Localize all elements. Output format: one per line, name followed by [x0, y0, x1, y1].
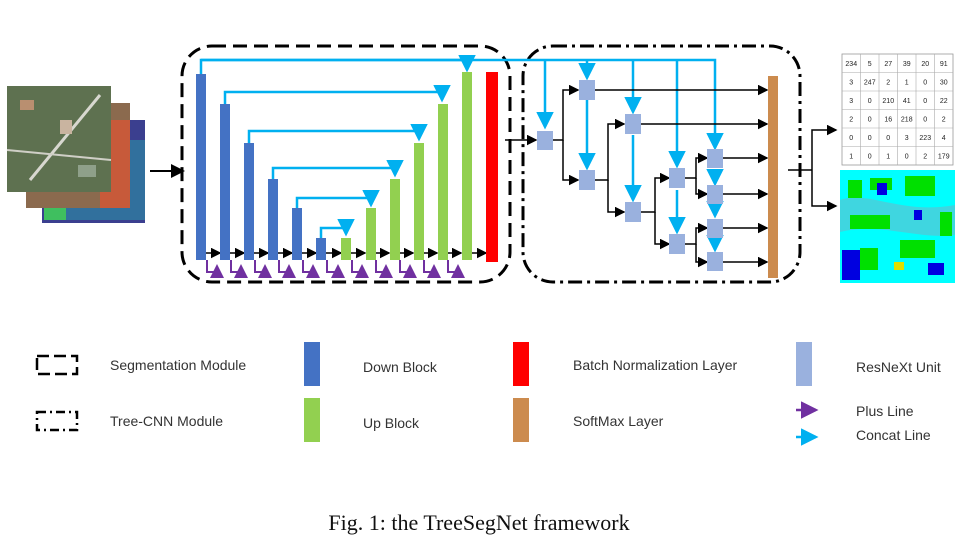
confusion-matrix-cell: 2	[923, 153, 927, 160]
resnext-unit	[707, 252, 723, 271]
segmentation-module-frame	[180, 44, 512, 284]
down-block	[292, 208, 302, 260]
confusion-matrix-cell: 16	[884, 116, 892, 123]
legend: Segmentation Module Tree-CNN Module Down…	[35, 342, 941, 446]
resnext-unit	[707, 185, 723, 204]
confusion-matrix-cell: 39	[903, 61, 911, 68]
resnext-unit	[707, 149, 723, 168]
legend-tree-cnn-module: Tree-CNN Module	[110, 413, 223, 429]
up-block	[390, 179, 400, 260]
confusion-matrix-cell: 91	[940, 61, 948, 68]
resnext-unit	[669, 168, 685, 188]
confusion-matrix-cell: 0	[849, 135, 853, 142]
tree-cnn-legend-icon	[35, 410, 79, 432]
up-block	[414, 143, 424, 260]
confusion-matrix-cell: 0	[923, 98, 927, 105]
confusion-matrix-cell: 27	[884, 61, 892, 68]
confusion-matrix-cell: 0	[868, 98, 872, 105]
confusion-matrix-cell: 1	[886, 153, 890, 160]
down-block	[196, 74, 206, 260]
legend-segmentation-module: Segmentation Module	[110, 357, 246, 373]
confusion-matrix-cell: 3	[849, 79, 853, 86]
confusion-matrix-cell: 2	[942, 116, 946, 123]
confusion-matrix-cell: 210	[882, 98, 894, 105]
up-blocks	[341, 72, 472, 260]
confusion-matrix-cell: 1	[849, 153, 853, 160]
confusion-matrix-cell: 20	[921, 61, 929, 68]
confusion-matrix-cell: 0	[923, 79, 927, 86]
tree-cnn-module-frame	[521, 44, 802, 284]
batch-norm-layer	[486, 72, 498, 262]
confusion-matrix-cell: 41	[903, 98, 911, 105]
figure-caption: Fig. 1: the TreeSegNet framework	[328, 510, 629, 535]
resnext-unit	[537, 131, 553, 150]
down-block	[220, 104, 230, 260]
down-block	[244, 143, 254, 260]
legend-plus-line: Plus Line	[856, 403, 914, 419]
down-block	[268, 179, 278, 260]
legend-softmax: SoftMax Layer	[573, 413, 664, 429]
batch-norm-legend-icon	[513, 342, 529, 386]
confusion-matrix-cell: 3	[849, 98, 853, 105]
confusion-matrix-cell: 0	[868, 135, 872, 142]
input-image-stack	[6, 86, 145, 223]
confusion-matrix-cell: 223	[919, 135, 931, 142]
legend-down-block: Down Block	[363, 359, 438, 375]
down-block-legend-icon	[304, 342, 320, 386]
confusion-matrix-cell: 0	[868, 116, 872, 123]
confusion-matrix-cell: 179	[938, 153, 950, 160]
resnext-unit	[625, 114, 641, 134]
confusion-matrix-cell: 5	[868, 61, 872, 68]
confusion-matrix-cell: 1	[905, 79, 909, 86]
down-blocks	[196, 74, 326, 260]
confusion-matrix-cell: 0	[905, 153, 909, 160]
plus-lines	[206, 260, 465, 278]
softmax-layer	[768, 76, 778, 278]
confusion-matrix-cell: 4	[942, 135, 946, 142]
resnext-unit	[579, 80, 595, 100]
resnext-unit	[579, 170, 595, 190]
confusion-matrix-cell: 2	[886, 79, 890, 86]
confusion-matrix-cell: 3	[905, 135, 909, 142]
confusion-matrix-cell: 234	[845, 61, 857, 68]
confusion-matrix-cell: 0	[868, 153, 872, 160]
up-block	[366, 208, 376, 260]
confusion-matrix-cell: 247	[864, 79, 876, 86]
confusion-matrix-cell: 218	[901, 116, 913, 123]
resnext-unit	[707, 219, 723, 238]
segmentation-output-map	[840, 170, 955, 283]
confusion-matrix-cell: 30	[940, 79, 948, 86]
resnext-unit	[669, 234, 685, 254]
down-block	[316, 238, 326, 260]
concat-lines	[199, 55, 724, 253]
up-block	[341, 238, 351, 260]
resnext-unit	[625, 202, 641, 222]
up-block	[462, 72, 472, 260]
confusion-matrix-cell: 2	[849, 116, 853, 123]
confusion-matrix-cell: 0	[886, 135, 890, 142]
up-block-legend-icon	[304, 398, 320, 442]
output-arrows	[788, 124, 838, 212]
resnext-legend-icon	[796, 342, 812, 386]
tree-cnn-connections	[505, 84, 769, 268]
legend-batch-norm: Batch Normalization Layer	[573, 357, 738, 373]
segmentation-module-legend-icon	[35, 354, 79, 376]
confusion-matrix-cell: 22	[940, 98, 948, 105]
resnext-units	[537, 80, 723, 271]
softmax-legend-icon	[513, 398, 529, 442]
legend-resnext: ResNeXt Unit	[856, 359, 941, 375]
confusion-matrix-cell: 0	[923, 116, 927, 123]
legend-up-block: Up Block	[363, 415, 420, 431]
legend-concat-line: Concat Line	[856, 427, 931, 443]
up-block	[438, 104, 448, 260]
